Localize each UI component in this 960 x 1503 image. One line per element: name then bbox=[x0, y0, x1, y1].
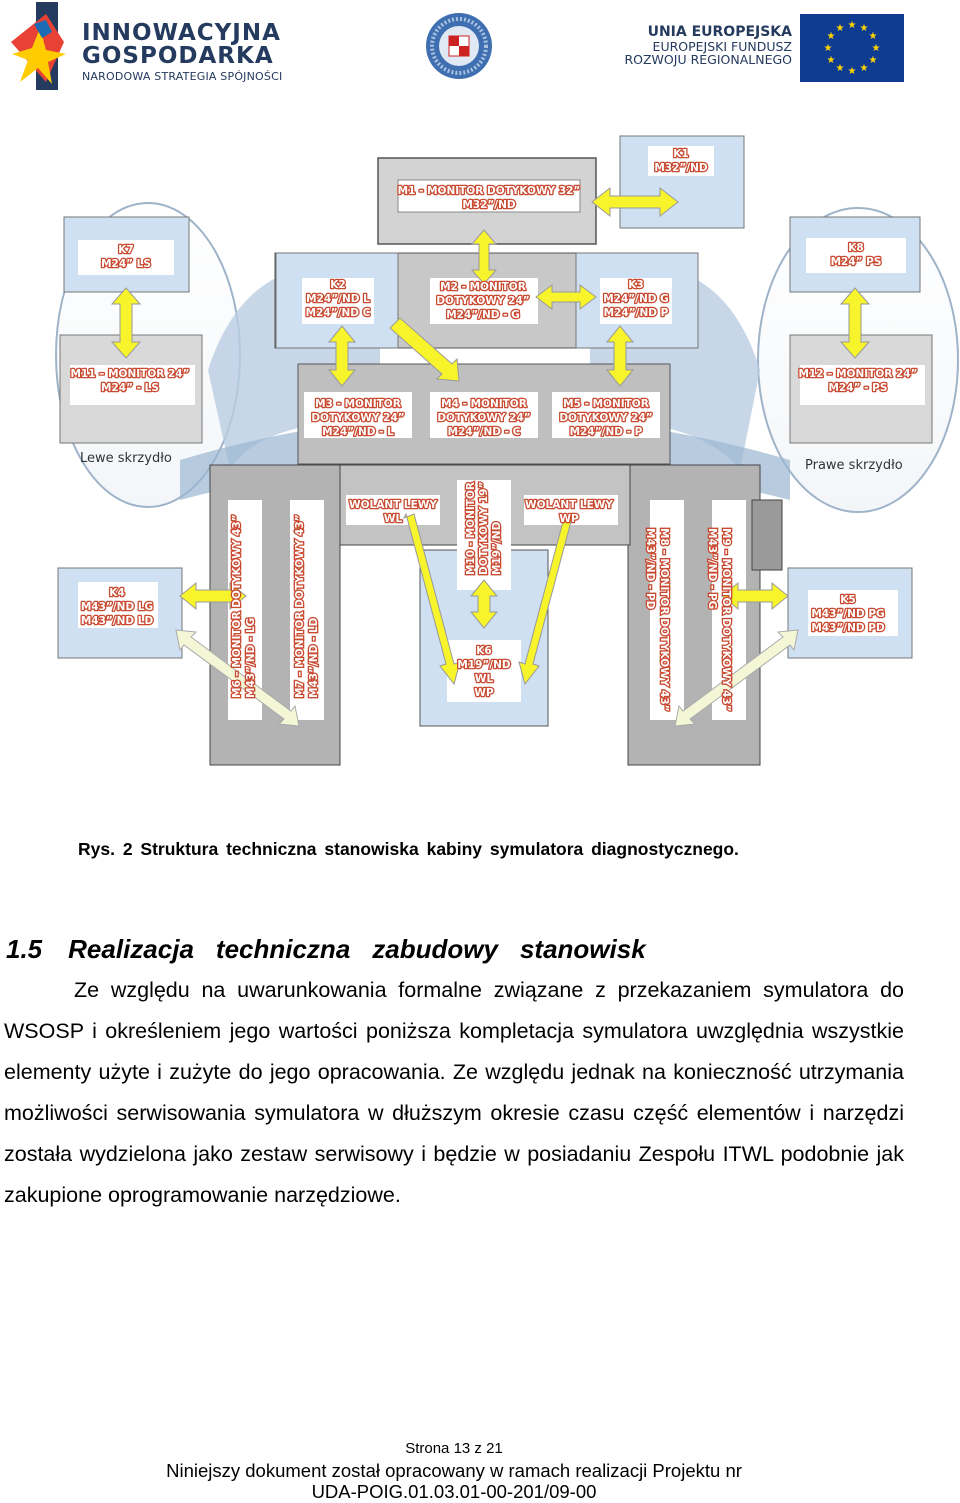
svg-text:★: ★ bbox=[860, 23, 869, 34]
k6-line3: WL bbox=[475, 673, 494, 685]
eu-flag-icon: ★★★ ★★★ ★★★ ★★★ bbox=[800, 14, 904, 82]
footer-line-2: UDA-POIG.01.03.01-00-201/09-00 bbox=[311, 1481, 597, 1502]
m4-line3: M24”/ND - C bbox=[448, 426, 521, 438]
svg-text:★: ★ bbox=[836, 23, 845, 34]
wl-spec: WL bbox=[384, 513, 403, 525]
logo-left-line2: GOSPODARKA bbox=[82, 43, 274, 69]
k7-title: K7 bbox=[118, 244, 133, 256]
m9-spec: M43”/ND - PG bbox=[706, 528, 718, 609]
m3-title: M3 - MONITOR bbox=[315, 398, 401, 410]
k6-line2: M19”/ND bbox=[457, 659, 511, 671]
wp-spec: WP bbox=[559, 513, 579, 525]
m5-line3: M24”/ND - P bbox=[570, 426, 643, 438]
svg-text:★: ★ bbox=[848, 66, 857, 77]
m10-line3: M19”/ND bbox=[491, 521, 503, 575]
k5-line3: M43”/ND PD bbox=[811, 622, 885, 634]
k6-line4: WP bbox=[474, 687, 494, 699]
wl-title: WOLANT LEWY bbox=[349, 499, 437, 511]
innowacyjna-gospodarka-logo-icon bbox=[11, 2, 66, 90]
svg-text:★: ★ bbox=[827, 55, 836, 66]
cockpit-diagram: Lewe skrzydło Prawe skrzydło K7 M24” LS … bbox=[55, 135, 959, 766]
svg-text:★: ★ bbox=[848, 20, 857, 31]
logo-right-line2: EUROPEJSKI FUNDUSZ bbox=[652, 38, 792, 54]
m1-spec: M32”/ND bbox=[462, 199, 516, 211]
cockpit-structure-figure: Lewe skrzydło Prawe skrzydło K7 M24” LS … bbox=[0, 120, 960, 780]
section-word-2: techniczna bbox=[215, 934, 351, 964]
svg-text:★: ★ bbox=[872, 43, 881, 54]
k8-spec: M24” PS bbox=[831, 256, 882, 268]
section-word-1: Realizacja bbox=[68, 934, 194, 964]
footer-line-1: Niniejszy dokument został opracowany w r… bbox=[166, 1460, 742, 1481]
k2-title: K2 bbox=[330, 279, 345, 291]
m6-spec: M43”/ND - LG bbox=[245, 618, 257, 698]
m11-spec: M24” - LS bbox=[101, 382, 159, 394]
svg-text:★: ★ bbox=[869, 31, 878, 42]
m3-line2: DOTYKOWY 24” bbox=[311, 412, 404, 424]
m7-spec: M43”/ND - LD bbox=[308, 617, 320, 698]
k7-spec: M24” LS bbox=[101, 258, 151, 270]
m11-title: M11 – MONITOR 24” bbox=[70, 368, 189, 380]
m5-title: M5 - MONITOR bbox=[563, 398, 649, 410]
body-paragraph: Ze względu na uwarunkowania formalne zwi… bbox=[4, 978, 904, 1207]
m10-line2: DOTYKOWY 19” bbox=[478, 482, 490, 575]
svg-text:★: ★ bbox=[869, 55, 878, 66]
m7-title: M7 – MONITOR DOTYKOWY 43” bbox=[294, 514, 306, 698]
svg-text:★: ★ bbox=[824, 43, 833, 54]
k4-line3: M43”/ND LD bbox=[81, 615, 154, 627]
k3-title: K3 bbox=[628, 279, 643, 291]
svg-text:★: ★ bbox=[827, 31, 836, 42]
k4-title: K4 bbox=[109, 587, 124, 599]
k4-line2: M43”/ND LG bbox=[81, 601, 153, 613]
left-wing-label: Lewe skrzydło bbox=[80, 451, 172, 466]
logo-left-line1: INNOWACYJNA bbox=[82, 20, 281, 46]
k3-line3: M24”/ND P bbox=[604, 307, 669, 319]
seal-icon bbox=[426, 13, 492, 79]
k2-line2: M24”/ND L bbox=[306, 293, 370, 305]
k5-line2: M43”/ND PG bbox=[811, 608, 884, 620]
logo-right-line3: ROZWOJU REGIONALNEGO bbox=[624, 51, 792, 67]
k3-line2: M24”/ND G bbox=[603, 293, 669, 305]
m12-title: M12 – MONITOR 24” bbox=[798, 368, 917, 380]
m2-line3: M24”/ND - G bbox=[446, 309, 520, 321]
m8-title: M8 – MONITOR DOTYKOWY 43” bbox=[658, 528, 670, 712]
unia-europejska-text: UNIA EUROPEJSKA EUROPEJSKI FUNDUSZ ROZWO… bbox=[612, 25, 792, 66]
m5-line2: DOTYKOWY 24” bbox=[559, 412, 652, 424]
svg-text:★: ★ bbox=[860, 63, 869, 74]
logo-right-line1: UNIA EUROPEJSKA bbox=[647, 24, 792, 40]
m6-title: M6 – MONITOR DOTYKOWY 43” bbox=[231, 514, 243, 698]
m3-line3: M24”/ND - L bbox=[322, 426, 394, 438]
section-word-3: zabudowy bbox=[372, 934, 498, 964]
m8-spec: M43”/ND - PD bbox=[644, 528, 656, 610]
section-word-4: stanowisk bbox=[519, 934, 646, 964]
k8-title: K8 bbox=[848, 242, 863, 254]
section-number: 1.5 bbox=[6, 934, 43, 964]
m10-title: M10 - MONITOR bbox=[465, 482, 477, 575]
m4-line2: DOTYKOWY 24” bbox=[437, 412, 530, 424]
k5-title: K5 bbox=[840, 594, 855, 606]
m9-title: M9 – MONITOR DOTYKOWY 43” bbox=[720, 528, 732, 712]
wp-title: WOLANT LEWY bbox=[525, 499, 613, 511]
innowacyjna-gospodarka-text: INNOWACYJNA GOSPODARKA NARODOWA STRATEGI… bbox=[82, 20, 283, 83]
k1-spec: M32”/ND bbox=[654, 162, 708, 174]
m1-title: M1 - MONITOR DOTYKOWY 32” bbox=[398, 185, 581, 197]
m2-line2: DOTYKOWY 24” bbox=[436, 295, 529, 307]
k2-line3: M24”/ND C bbox=[306, 307, 371, 319]
logo-left-line3: NARODOWA STRATEGIA SPÓJNOŚCI bbox=[82, 70, 283, 83]
page-number: Strona 13 z 21 bbox=[405, 1440, 503, 1457]
m4-title: M4 - MONITOR bbox=[441, 398, 527, 410]
m12-spec: M24” - PS bbox=[829, 382, 888, 394]
k1-title: K1 bbox=[673, 148, 688, 160]
svg-text:★: ★ bbox=[836, 63, 845, 74]
figure-caption: Rys. 2 Struktura techniczna stanowiska k… bbox=[78, 839, 739, 859]
k6-title: K6 bbox=[476, 645, 491, 657]
page-header: INNOWACYJNA GOSPODARKA NARODOWA STRATEGI… bbox=[0, 0, 960, 100]
m2-title: M2 - MONITOR bbox=[440, 281, 526, 293]
section-heading: 1.5 Realizacja techniczna zabudowy stanowisk bbox=[6, 934, 646, 965]
right-wing-label: Prawe skrzydło bbox=[805, 458, 903, 473]
